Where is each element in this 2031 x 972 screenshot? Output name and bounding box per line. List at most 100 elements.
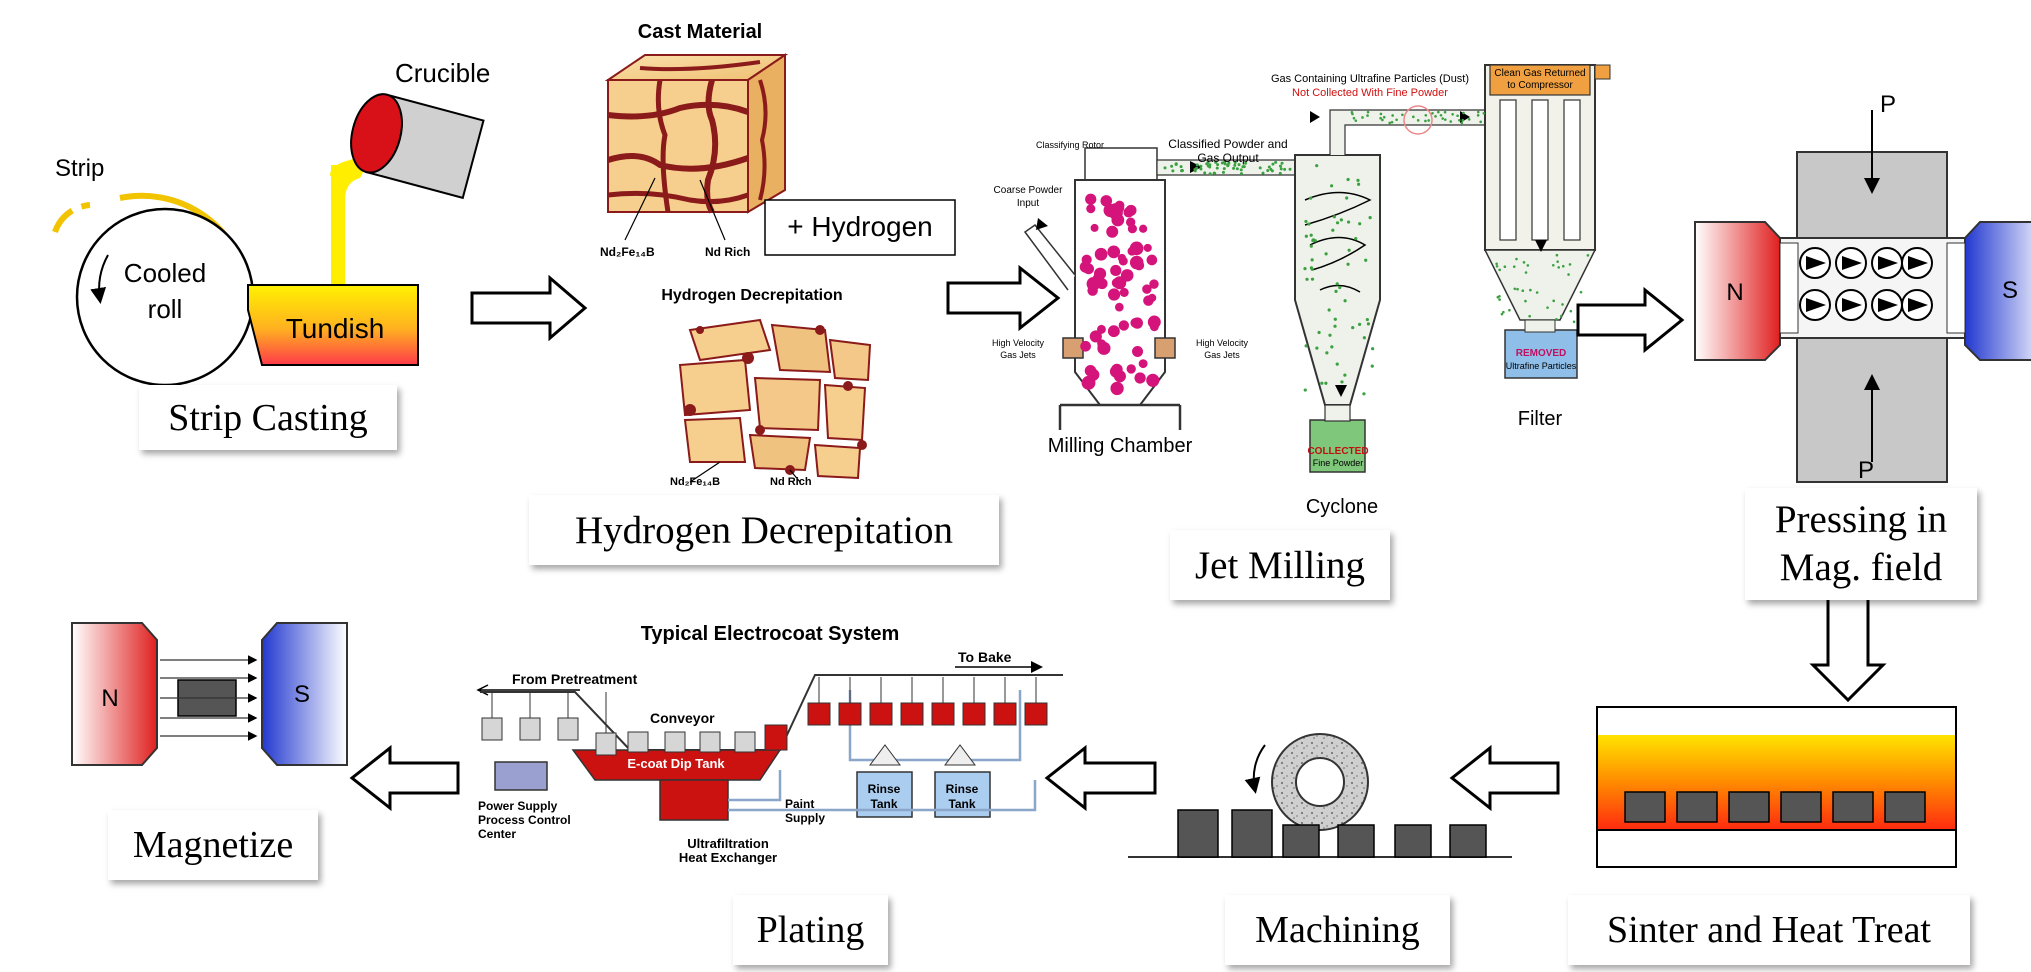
nd2fe14b-label-2: Nd₂Fe₁₄B <box>670 476 720 488</box>
fine-particle <box>1366 114 1369 117</box>
coarse-particle <box>1110 381 1124 396</box>
coarse-label-1: Coarse Powder <box>994 185 1064 196</box>
hanger-part <box>699 731 721 753</box>
step-plating: Plating <box>733 895 888 965</box>
fine-particle <box>1555 253 1559 257</box>
fine-particle <box>1502 310 1505 314</box>
fine-particle <box>1503 265 1507 269</box>
fine-particle <box>1208 172 1212 176</box>
fine-particle <box>1320 381 1324 385</box>
fine-particle <box>1221 170 1225 174</box>
coarse-particle <box>1139 224 1148 233</box>
fine-particle <box>1266 168 1270 172</box>
fine-particle <box>1529 288 1532 292</box>
fine-particle <box>1561 303 1564 306</box>
magnetize-s-label: S <box>294 681 310 708</box>
gas-ultrafine-label: Gas Containing Ultrafine Particles (Dust… <box>1271 73 1469 85</box>
fine-particle <box>1508 308 1511 312</box>
cyclone-label: Cyclone <box>1306 496 1378 518</box>
fine-particle <box>1310 277 1315 281</box>
gas-jet-left <box>1062 337 1084 359</box>
arrow-4 <box>1809 588 1887 703</box>
fine-particle <box>1195 163 1199 167</box>
classifying-rotor-label: Classifying Rotor <box>1036 140 1104 150</box>
fine-particle <box>1280 161 1284 165</box>
fine-particle <box>1552 299 1555 303</box>
magnetize-illustration <box>71 622 348 766</box>
fine-particle <box>1163 166 1167 170</box>
power-supply-box <box>494 761 548 791</box>
crucible-shape <box>350 93 485 200</box>
arrow-1 <box>470 274 588 342</box>
coarse-input-pipe <box>1023 223 1076 291</box>
arrow-7 <box>349 744 460 812</box>
fine-particle <box>1358 322 1362 326</box>
fine-particle <box>1439 113 1443 117</box>
fine-particle <box>1568 263 1572 266</box>
tundish-vessel <box>247 284 419 366</box>
molten-stream <box>331 165 345 290</box>
particle-arrow <box>1806 256 1826 270</box>
coated-part <box>993 702 1017 726</box>
fine-particle <box>1324 252 1328 256</box>
coarse-particle <box>1132 345 1144 357</box>
power-label-1: Power Supply <box>478 799 558 813</box>
fine-particle <box>1180 169 1184 173</box>
fine-particle <box>1334 289 1338 293</box>
fine-particle <box>1315 346 1319 350</box>
fine-particle <box>1356 178 1360 182</box>
machined-blocks <box>1177 809 1487 858</box>
fine-particle <box>1267 165 1271 169</box>
fine-particle <box>1237 163 1241 167</box>
fine-particle <box>1522 261 1526 264</box>
coarse-particle <box>1118 320 1130 331</box>
fine-particle <box>1556 260 1559 263</box>
coarse-particle <box>1129 255 1144 270</box>
step-pressing: Pressing in Mag. field <box>1745 488 1977 600</box>
fine-particle <box>1216 163 1220 167</box>
fine-particle <box>1340 380 1344 384</box>
coarse-particle <box>1094 267 1107 280</box>
fine-particle <box>1239 172 1243 176</box>
roll-rotation-arrow <box>90 254 109 304</box>
fine-particle <box>1244 161 1248 165</box>
coarse-particle <box>1090 223 1099 232</box>
press-p-top: P <box>1880 91 1896 118</box>
particle-arrow <box>1878 256 1898 270</box>
fine-particle <box>1283 167 1287 171</box>
sinter-blocks <box>1624 791 1926 823</box>
fine-particle <box>1498 268 1501 272</box>
particle-arrow <box>1908 298 1928 312</box>
fine-particle <box>1390 120 1394 124</box>
fine-particle <box>1498 298 1501 301</box>
mill-particles <box>1079 110 1590 396</box>
hd-subtitle: Hydrogen Decrepitation <box>661 287 842 304</box>
fine-particle <box>1424 113 1428 117</box>
fine-particle <box>1242 165 1246 169</box>
fine-particle <box>1171 169 1175 173</box>
fine-particle <box>1335 362 1339 366</box>
fine-particle <box>1362 336 1366 340</box>
step-hydrogen-decrepitation: Hydrogen Decrepitation <box>529 495 999 565</box>
hanger-part <box>664 731 686 753</box>
fine-particle <box>1317 330 1321 335</box>
fine-particle <box>1310 258 1314 262</box>
fine-particle <box>1226 164 1230 168</box>
aligned-particles <box>1799 247 1933 321</box>
fine-particle <box>1546 306 1549 309</box>
coarse-particle <box>1146 254 1158 266</box>
nd-rich-label: Nd Rich <box>705 245 750 259</box>
fine-particle <box>1434 115 1437 118</box>
fine-particle <box>1515 257 1518 261</box>
fine-particle <box>1335 282 1339 286</box>
coated-part <box>900 702 924 726</box>
coated-part <box>869 702 893 726</box>
coarse-particle <box>1130 318 1140 328</box>
fine-particle <box>1174 162 1178 166</box>
fine-particle <box>1347 248 1351 252</box>
cast-material-title: Cast Material <box>638 21 763 43</box>
fine-particle <box>1313 239 1317 243</box>
fine-particle <box>1307 222 1311 226</box>
step-jet-milling: Jet Milling <box>1170 530 1390 600</box>
hv-right-1: High Velocity <box>1196 338 1249 348</box>
